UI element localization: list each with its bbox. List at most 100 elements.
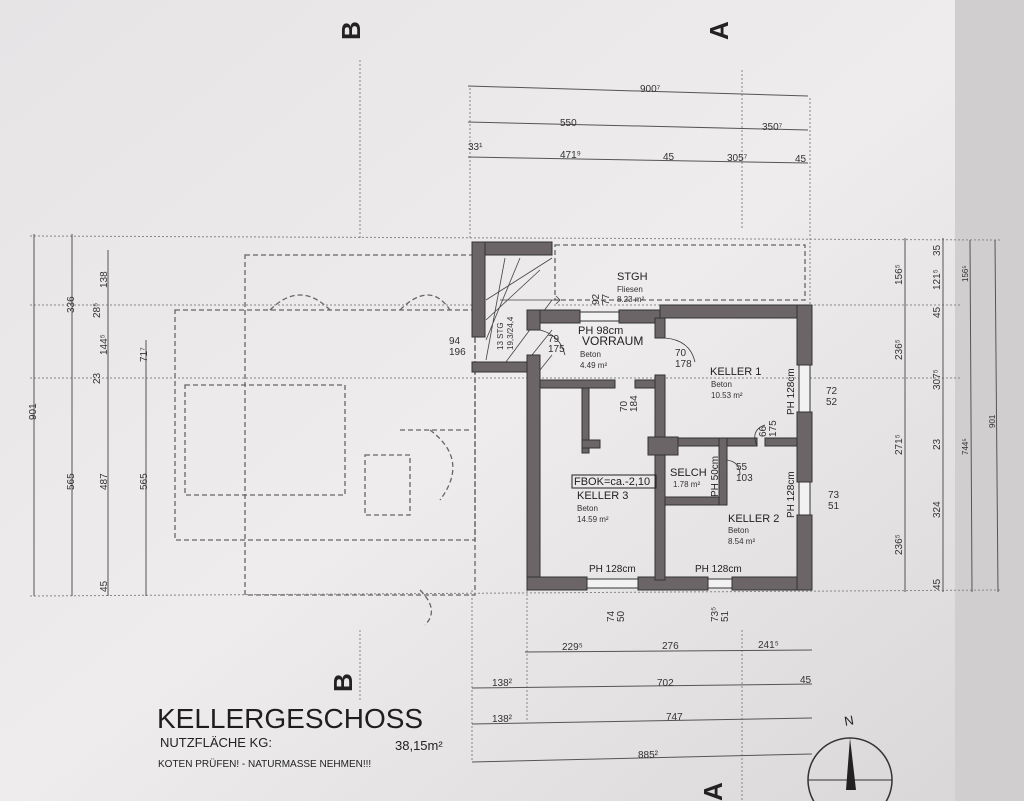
dim-right-156b: 156⁵ bbox=[961, 265, 970, 282]
north-arrow-icon: N bbox=[807, 712, 893, 801]
opening-width: 66 bbox=[758, 425, 769, 437]
dim-top-total: 900⁷ bbox=[640, 84, 661, 95]
opening-height: 175 bbox=[768, 420, 779, 437]
opening-height: 103 bbox=[736, 473, 753, 484]
window-vorraum[interactable] bbox=[579, 311, 620, 322]
dim-right-45b: 45 bbox=[932, 578, 943, 590]
room-name: KELLER 2 bbox=[728, 513, 779, 525]
opening-width: 70 bbox=[675, 348, 687, 359]
section-marker-b-top: B bbox=[336, 21, 366, 40]
room-vorraum: PH 98cm VORRAUM Beton 4.49 m² bbox=[578, 325, 643, 370]
dim-bottom-702: 702 bbox=[657, 678, 674, 689]
room-area: 8.23 m² bbox=[617, 295, 644, 304]
dim-left-565b: 565 bbox=[139, 473, 150, 490]
dim-left-28: 28⁵ bbox=[92, 303, 103, 318]
dim-left-901: 901 bbox=[28, 403, 39, 420]
opening-width: 70 bbox=[619, 400, 630, 412]
window-height: PH 50cm bbox=[710, 456, 721, 497]
window-height: PH 128cm bbox=[786, 368, 797, 415]
room-name: KELLER 1 bbox=[710, 366, 761, 378]
dim-top-350: 350⁷ bbox=[762, 122, 783, 133]
opening-dimensions: 92 77 79 175 70 178 70 184 66 175 55 103… bbox=[449, 293, 840, 622]
door-keller1[interactable] bbox=[664, 337, 696, 363]
room-floor: Fliesen bbox=[617, 285, 643, 294]
dim-left-45: 45 bbox=[99, 580, 110, 592]
plan-title: KELLERGESCHOSS bbox=[157, 703, 423, 734]
opening-width: 55 bbox=[736, 462, 748, 473]
room-name: SELCH bbox=[670, 467, 707, 479]
opening-width: 94 bbox=[449, 336, 461, 347]
section-marker-a-bottom: A bbox=[698, 782, 728, 801]
window-keller3[interactable] bbox=[586, 578, 639, 589]
dim-bottom-276: 276 bbox=[662, 641, 679, 652]
door-selch[interactable] bbox=[726, 459, 741, 476]
dim-top-33: 33¹ bbox=[468, 142, 483, 153]
window-keller2-side[interactable] bbox=[798, 481, 811, 516]
opening-height: 51 bbox=[720, 610, 731, 622]
usable-area-label: NUTZFLÄCHE KG: bbox=[160, 735, 272, 750]
room-selch: SELCH 1.78 m² PH 50cm bbox=[670, 456, 721, 497]
room-area: 1.78 m² bbox=[673, 480, 700, 489]
dim-right-156: 156⁵ bbox=[894, 264, 905, 285]
dim-left-144: 144⁵ bbox=[99, 334, 110, 355]
doors[interactable] bbox=[539, 329, 766, 476]
door-vorraum[interactable] bbox=[539, 329, 566, 356]
floor-level-label: FBOK=ca.-2,10 bbox=[574, 476, 650, 488]
left-dimensions: 901 336 565 138 28⁵ 144⁵ 71⁷ 23 487 565 … bbox=[28, 271, 150, 592]
dim-top-45a: 45 bbox=[663, 152, 675, 163]
dim-top-45b: 45 bbox=[795, 154, 807, 165]
room-area: 10.53 m² bbox=[711, 391, 743, 400]
dim-right-236a: 236⁵ bbox=[894, 339, 905, 360]
window-height: PH 128cm bbox=[589, 564, 636, 575]
right-dimensions: 156⁵ 35 121⁵ 45 236⁵ 307⁵ 271⁵ 23 324 23… bbox=[894, 244, 997, 590]
room-floor: Beton bbox=[577, 504, 598, 513]
opening-height: 52 bbox=[826, 397, 838, 408]
room-keller3: FBOK=ca.-2,10 KELLER 3 Beton 14.59 m² PH… bbox=[571, 474, 657, 575]
section-marker-b-bottom: B bbox=[328, 673, 358, 692]
room-keller2: KELLER 2 Beton 8.54 m² PH 128cm PH 128cm bbox=[695, 471, 797, 575]
door-keller2[interactable] bbox=[754, 424, 766, 447]
dim-bottom-138b: 138² bbox=[492, 714, 513, 725]
windows[interactable] bbox=[579, 311, 811, 589]
opening-height: 77 bbox=[601, 293, 612, 305]
opening-width: 73⁵ bbox=[710, 607, 721, 622]
opening-height: 51 bbox=[828, 501, 840, 512]
section-marker-a-top: A bbox=[704, 21, 734, 40]
dim-bottom-885: 885² bbox=[638, 750, 659, 761]
room-name: KELLER 3 bbox=[577, 490, 628, 502]
dim-right-35: 35 bbox=[932, 244, 943, 256]
dim-right-236b: 236⁵ bbox=[894, 534, 905, 555]
north-label: N bbox=[843, 712, 855, 728]
section-lines bbox=[359, 60, 743, 801]
dim-right-901: 901 bbox=[988, 414, 997, 428]
opening-width: 79 bbox=[548, 334, 560, 345]
window-keller2-bottom[interactable] bbox=[707, 578, 733, 589]
window-keller1[interactable] bbox=[798, 364, 811, 413]
window-height: PH 128cm bbox=[786, 471, 797, 518]
walls bbox=[471, 241, 813, 591]
window-height: PH 98cm bbox=[578, 325, 623, 337]
dim-left-23: 23 bbox=[92, 372, 103, 384]
room-floor: Beton bbox=[711, 380, 732, 389]
opening-width: 73 bbox=[828, 490, 840, 501]
room-area: 4.49 m² bbox=[580, 361, 607, 370]
dim-left-138: 138 bbox=[99, 271, 110, 288]
opening-height: 50 bbox=[616, 610, 627, 622]
dimension-lines bbox=[33, 85, 999, 763]
room-name: STGH bbox=[617, 271, 648, 283]
dim-right-744: 744⁵ bbox=[961, 438, 970, 455]
dim-bottom-747: 747 bbox=[666, 712, 683, 723]
dim-top-550: 550 bbox=[560, 118, 577, 129]
dim-bottom-229: 229⁵ bbox=[562, 642, 583, 653]
room-keller1: KELLER 1 Beton 10.53 m² PH 128cm bbox=[710, 366, 797, 415]
room-floor: Beton bbox=[580, 350, 601, 359]
dim-top-471: 471⁹ bbox=[560, 150, 581, 161]
room-area: 14.59 m² bbox=[577, 515, 609, 524]
plan-note: KOTEN PRÜFEN! - NATURMASSE NEHMEN!!! bbox=[158, 758, 371, 770]
dim-right-45a: 45 bbox=[932, 306, 943, 318]
room-area: 8.54 m² bbox=[728, 537, 755, 546]
stair-label: 13 STG bbox=[496, 322, 505, 350]
dim-left-565a: 565 bbox=[66, 473, 77, 490]
